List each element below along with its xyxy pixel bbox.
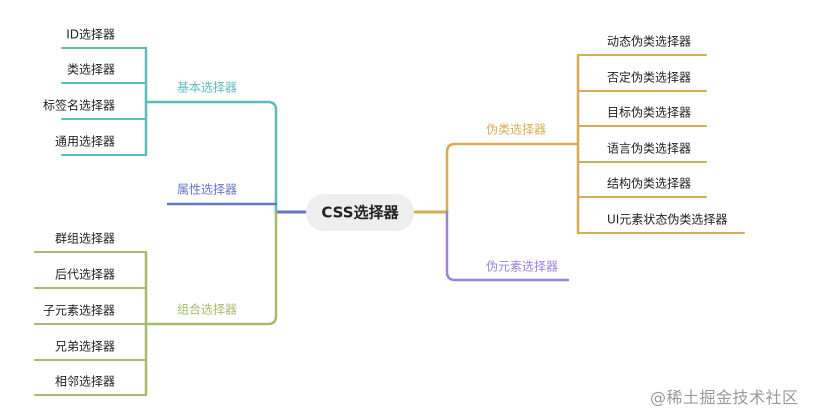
combinator-leaf-label: 群组选择器 xyxy=(55,232,115,246)
watermark: @稀土掘金技术社区 xyxy=(650,388,799,407)
edge-right-to-pseudo-element xyxy=(445,210,570,282)
branch-attribute-label: 属性选择器 xyxy=(177,183,237,197)
pseudo-class-leaf-label: 否定伪类选择器 xyxy=(607,70,691,85)
pseudo-class-leaf-label: UI元素状态伪类选择器 xyxy=(607,213,727,227)
branch-pseudo-element-label: 伪元素选择器 xyxy=(486,260,558,274)
pseudo-class-leaf-label: 目标伪类选择器 xyxy=(607,106,691,120)
basic-leaf-label: 通用选择器 xyxy=(55,135,115,149)
combinator-leaf-label: 兄弟选择器 xyxy=(55,340,115,354)
pseudo-class-leaf-label: 结构伪类选择器 xyxy=(607,176,691,191)
pseudo-class-leaf-label: 动态伪类选择器 xyxy=(607,35,691,49)
combinator-leaf-label: 相邻选择器 xyxy=(55,375,115,389)
basic-leaf-label: 标签名选择器 xyxy=(43,98,115,113)
basic-leaf-label: 类选择器 xyxy=(67,63,115,77)
combinator-leaf-label: 后代选择器 xyxy=(55,268,115,282)
edge-left-to-combinator xyxy=(144,210,278,326)
basic-leaf-label: ID选择器 xyxy=(66,28,115,42)
pseudo-class-leaf-label: 语言伪类选择器 xyxy=(607,142,691,156)
branch-basic-label: 基本选择器 xyxy=(177,81,237,95)
edge-left-to-basic xyxy=(144,100,278,214)
combinator-leaf-label: 子元素选择器 xyxy=(43,304,115,318)
root-node xyxy=(306,194,414,231)
edge-right-to-pseudo-class xyxy=(445,142,578,214)
branch-pseudo-class-label: 伪类选择器 xyxy=(486,123,546,137)
branch-combinator-label: 组合选择器 xyxy=(177,302,237,317)
root-label: CSS选择器 xyxy=(321,204,399,222)
